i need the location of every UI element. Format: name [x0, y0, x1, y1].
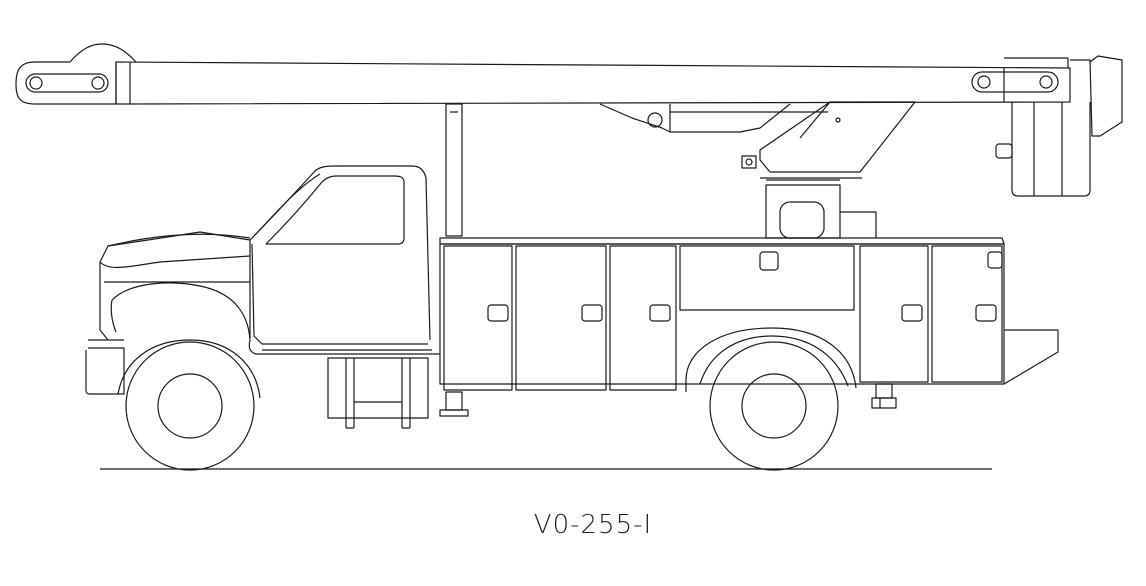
compartment-door	[932, 246, 1002, 382]
compartment-door	[680, 246, 854, 310]
chassis	[328, 358, 896, 428]
bucket	[996, 56, 1122, 196]
door-handle	[650, 305, 670, 321]
rear-wheel	[710, 342, 838, 470]
turret	[600, 102, 915, 238]
door-handle	[488, 305, 508, 321]
boom-rest	[446, 104, 462, 236]
door-handle	[902, 305, 922, 321]
compartment-door	[444, 246, 512, 390]
compartment-door	[516, 246, 606, 390]
drawing-id-label: V0-255-I	[533, 510, 653, 540]
door-handle	[760, 252, 778, 270]
door-handle	[976, 305, 996, 321]
service-body	[440, 238, 1058, 392]
truck-cab	[86, 166, 440, 394]
door-handle	[582, 305, 602, 321]
compartment-door	[860, 246, 928, 382]
boom	[16, 44, 1070, 104]
compartment-door	[610, 246, 676, 390]
front-wheel	[118, 340, 260, 470]
